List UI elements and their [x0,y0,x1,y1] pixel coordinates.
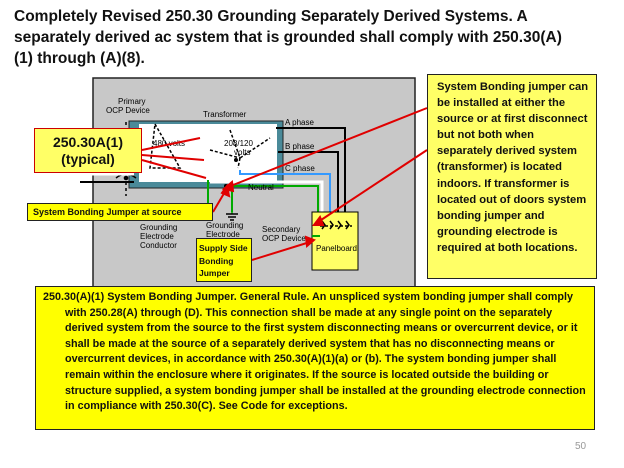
supply-side-line-3: Jumper [199,268,230,278]
supply-side-bonding-jumper-callout: Supply Side Bonding Jumper [196,238,252,282]
secondary-ocp-label-2: OCP Device [262,234,306,243]
supply-side-line-1: Supply Side [199,243,248,253]
slide-title: Completely Revised 250.30 Grounding Sepa… [14,8,562,67]
panelboard-label: Panelboard [316,244,357,253]
b-phase-label: B phase [285,142,315,151]
c-phase-label: C phase [285,164,315,173]
a-phase-label: A phase [285,118,314,127]
code-reference-line-1: 250.30A(1) [52,134,124,150]
transformer-inner-area [139,124,277,182]
grounding-electrode-label-2: Electrode [206,230,240,239]
gec-label-3: Conductor [140,241,177,250]
code-reference-line-2: (typical) [61,151,115,167]
secondary-voltage-label-2: volts [234,148,250,157]
code-reference-callout: 250.30A(1) (typical) [34,128,142,173]
primary-ocp-label-2: OCP Device [106,106,150,115]
secondary-voltage-label-1: 208/120 [224,139,253,148]
gec-label-2: Electrode [140,232,174,241]
code-text-note: 250.30(A)(1) System Bonding Jumper. Gene… [35,286,595,430]
secondary-ocp-label-1: Secondary [262,225,300,234]
gec-label-1: Grounding [140,223,177,232]
system-bonding-jumper-callout: System Bonding Jumper at source [27,203,213,221]
primary-ocp-label-1: Primary [118,97,146,106]
transformer-label: Transformer [203,110,247,119]
neutral-label: Neutral [248,183,274,192]
grounding-electrode-label-1: Grounding [206,221,243,230]
secondary-ocp-device [320,220,352,230]
primary-delta-winding [149,121,182,169]
code-text-body: 250.30(A)(1) System Bonding Jumper. Gene… [43,291,586,413]
secondary-wye-winding [209,129,271,169]
supply-side-line-2: Bonding [199,255,234,266]
callout-arrows [141,107,428,261]
grounding-electrode-symbol [226,212,238,221]
bonding-location-note: System Bonding jumper can be installed a… [427,74,597,279]
slide-number: 50 [575,441,587,452]
